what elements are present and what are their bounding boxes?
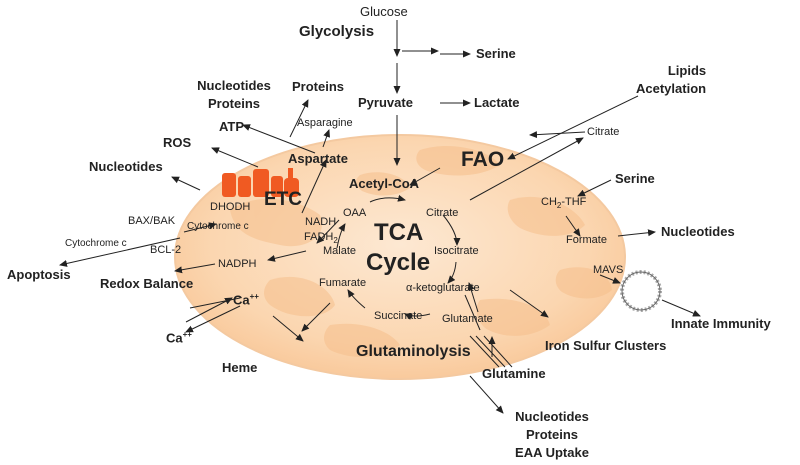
label-nucleotides-top: Nucleotides (197, 78, 271, 93)
label-ca-out: Ca++ (166, 330, 192, 346)
label-akg: α-ketoglutarate (406, 282, 480, 294)
label-pyruvate: Pyruvate (358, 95, 413, 110)
label-atp: ATP (219, 119, 245, 134)
label-malate: Malate (323, 245, 357, 257)
label-bottom-nucleotides: Nucleotides (515, 409, 589, 424)
label-fadh2: FADH2 (304, 231, 338, 246)
label-proteins: Proteins (292, 79, 345, 94)
label-glutamate: Glutamate (442, 313, 493, 325)
label-glucose: Glucose (360, 4, 408, 19)
label-ca-in: Ca++ (233, 292, 259, 308)
label-succinate: Succinate (374, 310, 423, 322)
label-serine-right: Serine (615, 171, 655, 186)
label-isocitrate: Isocitrate (434, 245, 479, 257)
label-apoptosis: Apoptosis (7, 267, 71, 282)
label-aspartate: Aspartate (288, 151, 348, 166)
etc-complex (222, 168, 299, 197)
label-bax-bak: BAX/BAK (128, 215, 176, 227)
label-bottom-eaa-uptake: EAA Uptake (515, 445, 589, 460)
label-heme: Heme (222, 360, 258, 375)
label-glutamine: Glutamine (482, 366, 546, 381)
label-formate: Formate (566, 234, 607, 246)
label-citrate-in: Citrate (426, 207, 459, 219)
label-cytochrome-c-out: Cytochrome c (65, 238, 127, 249)
label-ch2thf: CH2-THF (541, 196, 587, 211)
label-nadph: NADPH (218, 258, 257, 270)
tca-cycle-arrows (336, 194, 461, 320)
label-glycolysis: Glycolysis (299, 23, 375, 40)
label-innate-immunity: Innate Immunity (671, 316, 771, 331)
label-lipids: Lipids (667, 63, 707, 78)
label-fao: FAO (461, 148, 505, 171)
calcium-arrows (185, 297, 241, 333)
label-nucleotides-right: Nucleotides (661, 224, 735, 239)
label-redox-balance: Redox Balance (100, 276, 194, 291)
label-serine-top: Serine (476, 46, 516, 61)
label-nadh: NADH (305, 216, 337, 228)
label-proteins-top: Proteins (207, 96, 260, 111)
label-acetylation: Acetylation (636, 81, 707, 96)
label-cycle: Cycle (366, 249, 431, 276)
label-acetyl-coa: Acetyl-CoA (349, 176, 420, 191)
label-tca: TCA (374, 219, 424, 246)
label-citrate-out: Citrate (587, 126, 620, 138)
label-glutaminolysis: Glutaminolysis (356, 343, 471, 360)
label-cytochrome-c-in: Cytochrome c (187, 221, 249, 232)
label-lactate: Lactate (474, 95, 520, 110)
label-dhodh: DHODH (210, 201, 251, 213)
label-etc: ETC (264, 189, 302, 210)
label-bottom-proteins: Proteins (525, 427, 578, 442)
label-nucleotides-left: Nucleotides (89, 159, 163, 174)
label-ros: ROS (163, 135, 192, 150)
cristae (230, 145, 612, 357)
label-mavs: MAVS (593, 264, 624, 276)
label-oaa: OAA (343, 207, 367, 219)
label-iron-sulfur: Iron Sulfur Clusters (545, 338, 667, 353)
label-asparagine: Asparagine (297, 117, 353, 129)
label-fumarate: Fumarate (319, 277, 367, 289)
pathway-arrows (59, 20, 701, 414)
label-bcl2: BCL-2 (150, 244, 182, 256)
